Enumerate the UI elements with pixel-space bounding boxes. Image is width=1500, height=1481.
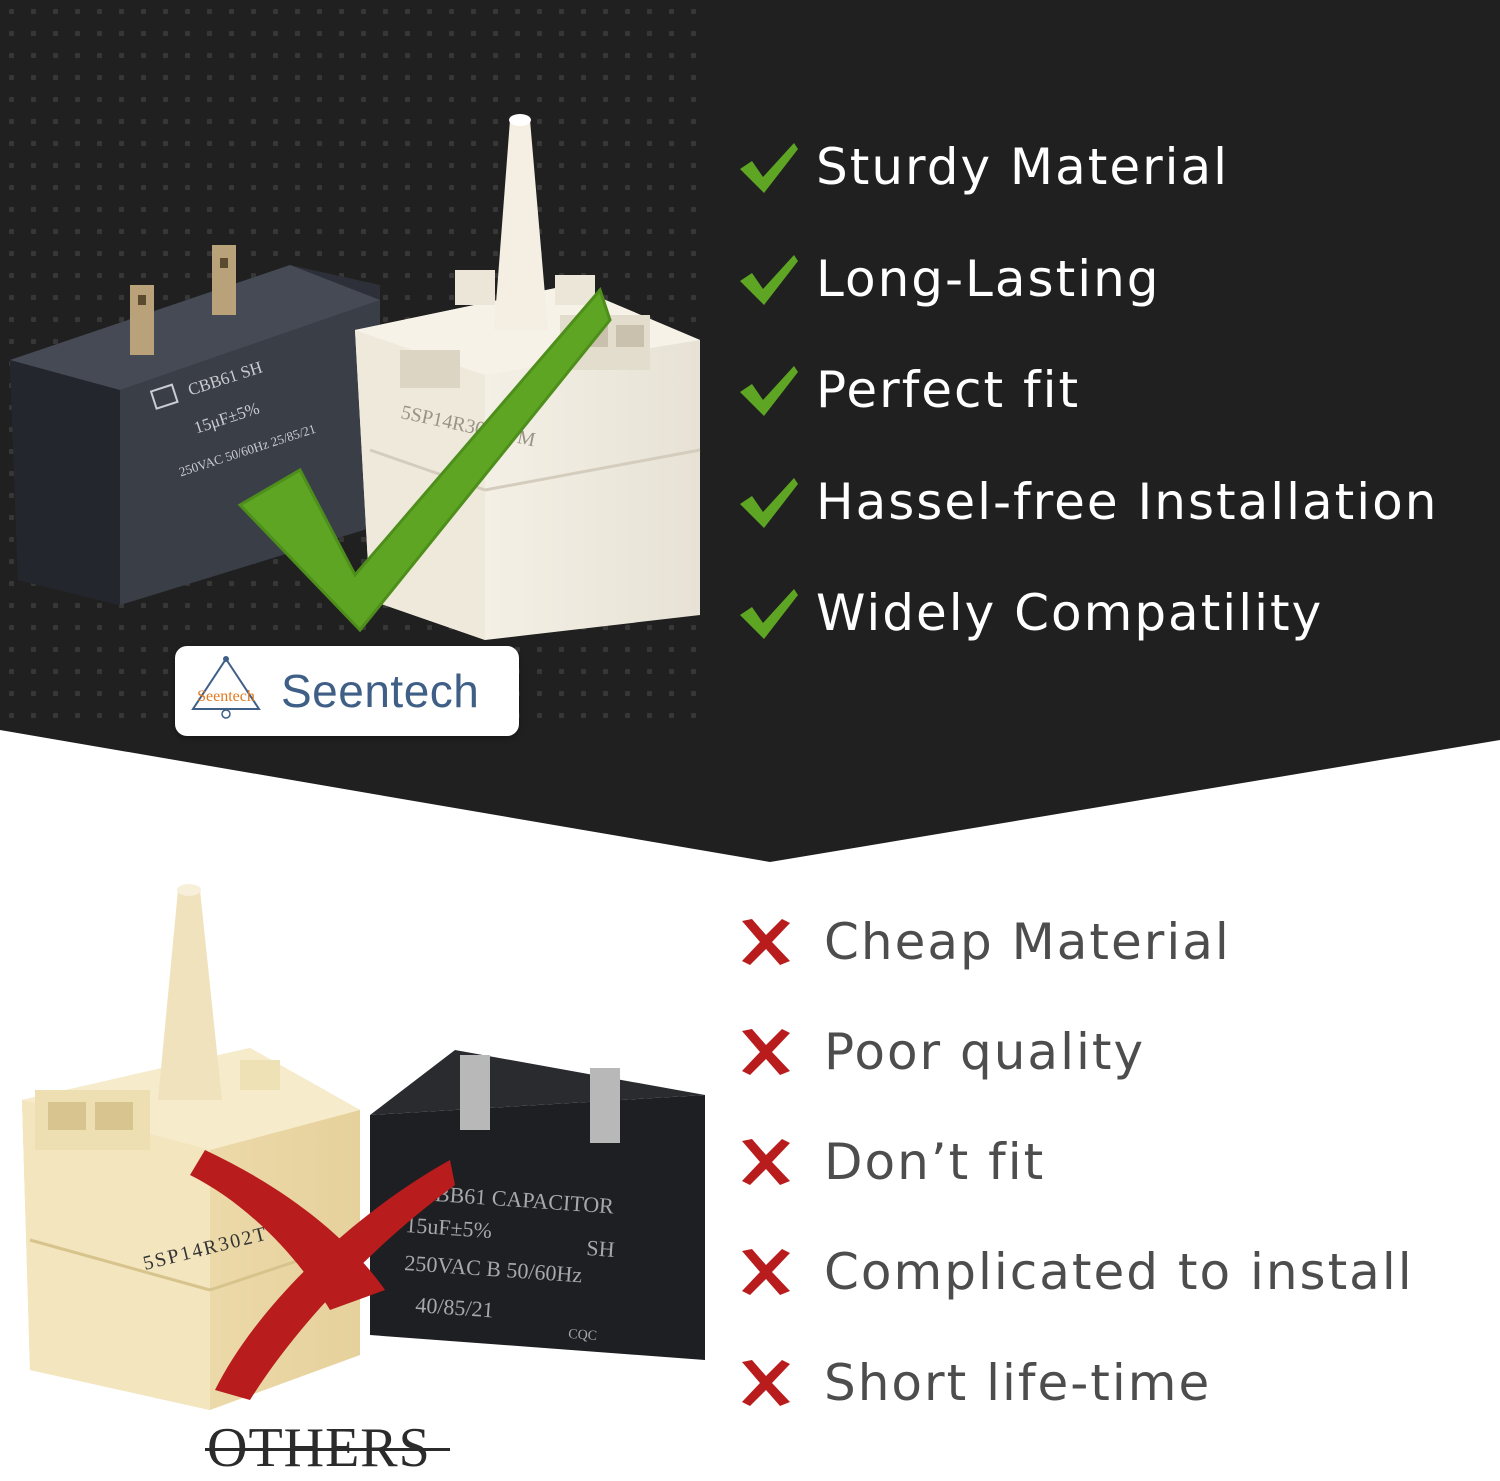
drawback-label: Complicated to install [824,1243,1414,1301]
cross-mark-icon [742,919,790,965]
bad-product-illustration: 5SP14R302T CBB61 CAPACITOR 15uF±5% SH 25… [22,884,705,1410]
brand-badge: Seentech Seentech [175,646,519,736]
benefit-item: Long-Lasting [738,239,1161,319]
drawback-item: Don’t fit [738,1122,1045,1202]
cross-mark-icon [742,1360,790,1406]
drawback-label: Cheap Material [824,913,1231,971]
check-mark-icon [740,478,798,528]
benefit-label: Perfect fit [816,361,1081,419]
bad-capacitor-line-5: 40/85/21 [415,1292,495,1322]
benefit-item: Perfect fit [738,350,1080,430]
benefit-label: Widely Compatility [816,584,1324,642]
drawback-item: Short life-time [738,1343,1211,1423]
cross-mark-icon [742,1249,790,1295]
check-mark-icon [740,589,798,639]
drawback-item: Cheap Material [738,902,1231,982]
drawback-item: Complicated to install [738,1232,1414,1312]
cross-mark-icon [742,1029,790,1075]
cross-mark-icon [742,1139,790,1185]
brand-name: Seentech [281,665,480,717]
drawback-label: Poor quality [824,1023,1146,1081]
benefit-label: Sturdy Material [816,138,1230,196]
benefit-label: Long-Lasting [816,250,1161,308]
drawback-item: Poor quality [738,1012,1145,1092]
bad-capacitor-line-2: 15uF±5% [405,1212,493,1243]
brand-logo-text: Seentech [197,688,255,705]
benefit-item: Widely Compatility [738,573,1323,653]
brand-logo-icon: Seentech [191,656,261,719]
check-mark-icon [740,143,798,193]
benefit-item: Sturdy Material [738,127,1229,207]
good-product-illustration: CBB61 SH 15μF±5% 250VAC 50/60Hz 25/85/21… [10,114,701,640]
benefit-item: Hassel-free Installation [738,462,1438,542]
drawback-label: Short life-time [824,1354,1212,1412]
others-strikethrough [205,1448,450,1451]
bad-capacitor-line-6: CQC [568,1327,598,1344]
check-mark-icon [740,366,798,416]
benefit-label: Hassel-free Installation [816,473,1439,531]
check-mark-icon [740,255,798,305]
drawback-label: Don’t fit [824,1133,1046,1191]
bad-capacitor-line-3: SH [586,1235,616,1262]
